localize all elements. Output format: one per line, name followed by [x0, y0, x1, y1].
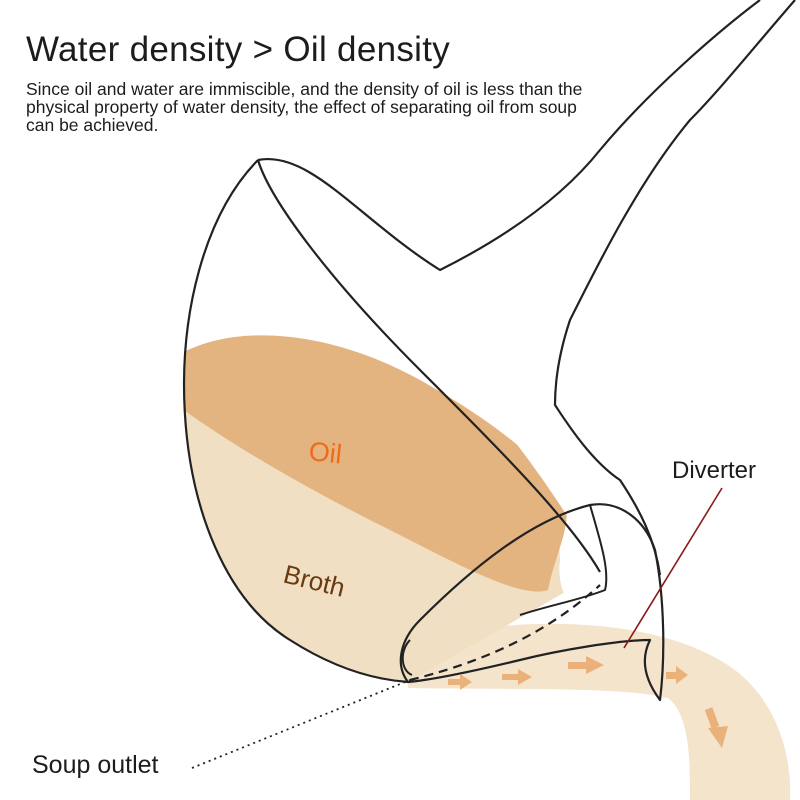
soup-outlet-label: Soup outlet	[32, 751, 159, 779]
ladle-bowl	[183, 159, 601, 684]
ladle-handle	[257, 0, 796, 576]
flow-arrow	[568, 656, 604, 674]
spout-outlet-edge	[401, 639, 413, 676]
diverter-pointer-line	[623, 487, 723, 649]
page-title: Water density > Oil density	[26, 30, 451, 69]
oil-layer	[184, 335, 567, 592]
flow-arrow	[666, 666, 688, 684]
description-text: Since oil and water are immiscible, and …	[26, 79, 583, 135]
diverter-spout	[399, 503, 665, 702]
broth-stream	[408, 623, 791, 800]
flow-arrow	[448, 674, 472, 690]
diverter-label: Diverter	[672, 457, 756, 484]
flow-arrows	[448, 656, 728, 748]
soup-outlet-pointer-line	[191, 679, 411, 769]
soup-outlet-channel	[409, 584, 601, 682]
spout-inner-edge	[519, 504, 608, 616]
oil-label: Oil	[307, 436, 343, 469]
flow-arrow	[704, 707, 728, 748]
flow-arrow	[502, 669, 532, 685]
